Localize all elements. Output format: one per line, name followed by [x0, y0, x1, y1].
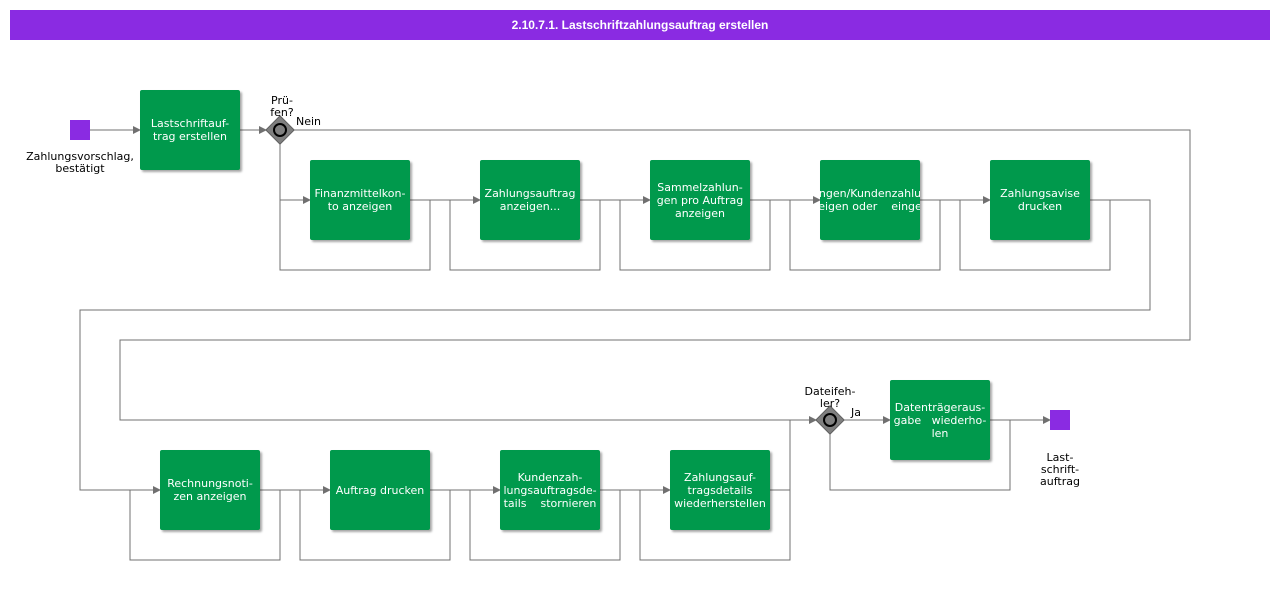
flow-gateway-to-t2	[279, 144, 311, 204]
task-text: anzeigen	[674, 206, 726, 220]
task-text: Zahlungsavise	[1000, 187, 1080, 200]
task-text: Datenträgeraus-	[894, 400, 986, 414]
loop-t8	[299, 490, 451, 561]
end-event-label: Last- schrift- auftrag	[1030, 452, 1090, 488]
task-text: Rechnungsnoti-	[167, 477, 253, 490]
task-datentraegerausgabe-wiederholen[interactable]: Datenträgeraus-gabe wiederho-len	[890, 380, 990, 460]
task-rechnungsnotizen-anzeigen[interactable]: Rechnungsnoti-zen anzeigen	[160, 450, 260, 530]
task-text: Zahlungsauftrag	[484, 187, 576, 200]
pruefen-label-line2: fen?	[270, 106, 294, 119]
dateifehler-label-line2: ler?	[819, 397, 841, 410]
task-text: ngen/Kundenzahlu	[820, 187, 920, 200]
task-text: gen pro Auftrag	[656, 193, 744, 207]
loop-t4	[619, 200, 771, 271]
flow-t6-to-row2	[79, 199, 1151, 494]
dateifehler-label-line1: Dateifeh-	[804, 385, 856, 398]
dateifehler-label: Dateifeh- ler?	[800, 386, 860, 410]
task-text: tails stornieren	[503, 496, 597, 510]
pruefen-label-line1: Prü-	[271, 94, 293, 107]
task-text: Auftrag drucken	[335, 483, 425, 497]
pruefen-label: Prü- fen?	[262, 95, 302, 119]
nein-label: Nein	[296, 115, 322, 128]
task-finanzmittelkonto-anzeigen[interactable]: Finanzmittelkon-to anzeigen	[310, 160, 410, 240]
flow-t10-to-gateway2	[770, 416, 817, 491]
task-text: lungsauftragsde-	[503, 483, 597, 497]
end-label-line2: schrift-	[1040, 463, 1080, 476]
end-label-line1: Last-	[1046, 451, 1074, 464]
start-label-line1: Zahlungsvorschlag,	[26, 150, 134, 163]
loop-t5	[789, 200, 941, 271]
ja-label: Ja	[851, 406, 861, 419]
task-lastschriftauftrag-erstellen[interactable]: Lastschriftauf-trag erstellen	[140, 90, 240, 170]
task-text: zen anzeigen	[173, 490, 247, 503]
task-text: to anzeigen	[327, 200, 393, 213]
task-text: wiederherstellen	[674, 496, 766, 510]
task-text: Finanzmittelkon-	[314, 187, 406, 200]
task-text: eigen oder einge	[820, 200, 920, 213]
task-text: drucken	[1017, 200, 1063, 213]
task-text: Lastschriftauf-	[150, 117, 230, 130]
task-auftrag-drucken[interactable]: Auftrag drucken	[330, 450, 430, 530]
loop-t10	[639, 490, 791, 561]
pruefen-gateway[interactable]	[265, 115, 295, 145]
task-text: tragsdetails	[687, 483, 753, 497]
task-text: Kundenzah-	[517, 470, 583, 484]
task-kundenzahlungsauftragsdetails-stornieren[interactable]: Kundenzah-lungsauftragsde-tails stornier…	[500, 450, 600, 530]
start-event-label: Zahlungsvorschlag, bestätigt	[10, 151, 150, 175]
task-text: anzeigen...	[499, 200, 561, 213]
start-event[interactable]	[70, 120, 90, 140]
loop-t9	[469, 490, 621, 561]
task-text: gabe wiederho-	[893, 413, 987, 427]
diagram-title: 2.10.7.1. Lastschriftzahlungsauftrag ers…	[10, 10, 1270, 40]
loop-t6	[959, 200, 1111, 271]
end-label-line3: auftrag	[1040, 475, 1080, 488]
task-text: len	[931, 426, 949, 440]
loop-t7	[129, 490, 281, 561]
end-event[interactable]	[1050, 410, 1070, 430]
loop-t3	[449, 200, 601, 271]
loop-t2	[279, 200, 431, 271]
dateifehler-gateway[interactable]	[815, 405, 845, 435]
flow-gateway2-no-to-end	[829, 420, 1011, 491]
task-text: trag erstellen	[152, 130, 227, 143]
start-label-line2: bestätigt	[55, 162, 105, 175]
task-text: Zahlungsauf-	[684, 470, 756, 484]
task-text: Sammelzahlun-	[657, 180, 743, 194]
flow-nein-loop	[119, 129, 1191, 421]
